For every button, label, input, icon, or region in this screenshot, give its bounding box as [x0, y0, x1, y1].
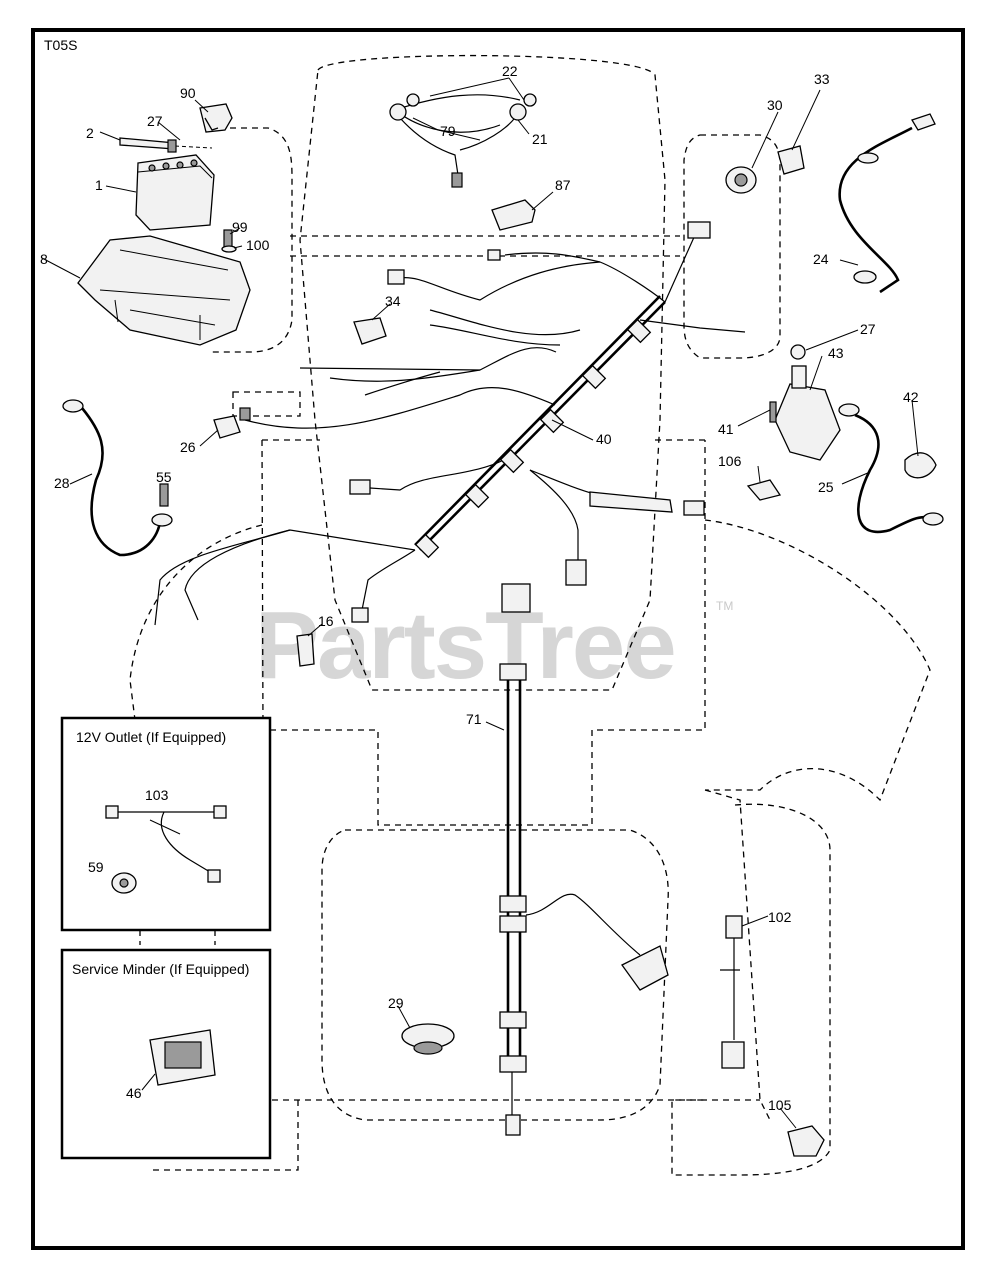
solenoid-group — [769, 344, 841, 461]
callout-105: 105 — [768, 1097, 792, 1113]
callout-71: 71 — [466, 711, 482, 727]
inset-12v-outlet: 12V Outlet (If Equipped) — [60, 716, 272, 932]
battery-tray — [77, 235, 251, 346]
ground-cable — [62, 399, 173, 557]
callout-2: 2 — [86, 125, 94, 141]
callout-21: 21 — [532, 131, 548, 147]
callout-103: 103 — [145, 787, 169, 803]
relay — [491, 199, 536, 231]
callout-41: 41 — [718, 421, 734, 437]
callout-24: 24 — [813, 251, 829, 267]
callout-42: 42 — [903, 389, 919, 405]
callout-28: 28 — [54, 475, 70, 491]
callout-27a: 27 — [147, 113, 163, 129]
callout-16: 16 — [318, 613, 334, 629]
callout-26: 26 — [180, 439, 196, 455]
callout-87: 87 — [555, 177, 571, 193]
leader-lines — [41, 77, 919, 1129]
callout-30: 30 — [767, 97, 783, 113]
fuse-holder — [213, 415, 241, 439]
callout-40: 40 — [596, 431, 612, 447]
inset-service-minder: Service Minder (If Equipped) — [60, 948, 272, 1160]
inset-outlet-title: 12V Outlet (If Equipped) — [76, 729, 226, 745]
watermark-text: PartsTree — [255, 592, 675, 699]
bolt-55 — [159, 483, 169, 507]
interlock-102 — [720, 915, 745, 1069]
callout-102: 102 — [768, 909, 792, 925]
callout-22: 22 — [502, 63, 518, 79]
callout-27b: 27 — [860, 321, 876, 337]
main-harness — [154, 221, 746, 626]
diagram-frame — [31, 28, 965, 1250]
pto-switch — [353, 317, 387, 345]
callout-106: 106 — [718, 453, 742, 469]
callout-46: 46 — [126, 1085, 142, 1101]
trademark-text: TM — [716, 599, 733, 613]
battery — [135, 154, 215, 231]
connector-16 — [296, 633, 315, 667]
callout-99: 99 — [232, 219, 248, 235]
callout-1: 1 — [95, 177, 103, 193]
starter-cable — [838, 403, 944, 534]
callout-8: 8 — [40, 251, 48, 267]
callout-34: 34 — [385, 293, 401, 309]
battery-group — [77, 103, 251, 346]
callout-59: 59 — [88, 859, 104, 875]
plug-29 — [401, 1023, 455, 1055]
clip-106 — [746, 479, 782, 501]
callouts: 90 2 27 1 8 99 100 22 79 21 87 30 33 24 … — [40, 63, 919, 1113]
terminal-cover — [199, 103, 233, 133]
callout-90: 90 — [180, 85, 196, 101]
headlight-harness — [389, 93, 537, 188]
positive-cable — [838, 113, 936, 294]
harness-71 — [499, 583, 669, 1136]
callout-79: 79 — [440, 123, 456, 139]
callout-33: 33 — [814, 71, 830, 87]
callout-100: 100 — [246, 237, 270, 253]
inset-service-title: Service Minder (If Equipped) — [72, 961, 249, 977]
callout-29: 29 — [388, 995, 404, 1011]
callout-25: 25 — [818, 479, 834, 495]
switch-105 — [787, 1125, 825, 1157]
tractor-outline — [129, 54, 931, 1176]
diagram-code: T05S — [44, 37, 77, 53]
callout-43: 43 — [828, 345, 844, 361]
ignition-switch-group — [725, 145, 805, 194]
callout-55: 55 — [156, 469, 172, 485]
